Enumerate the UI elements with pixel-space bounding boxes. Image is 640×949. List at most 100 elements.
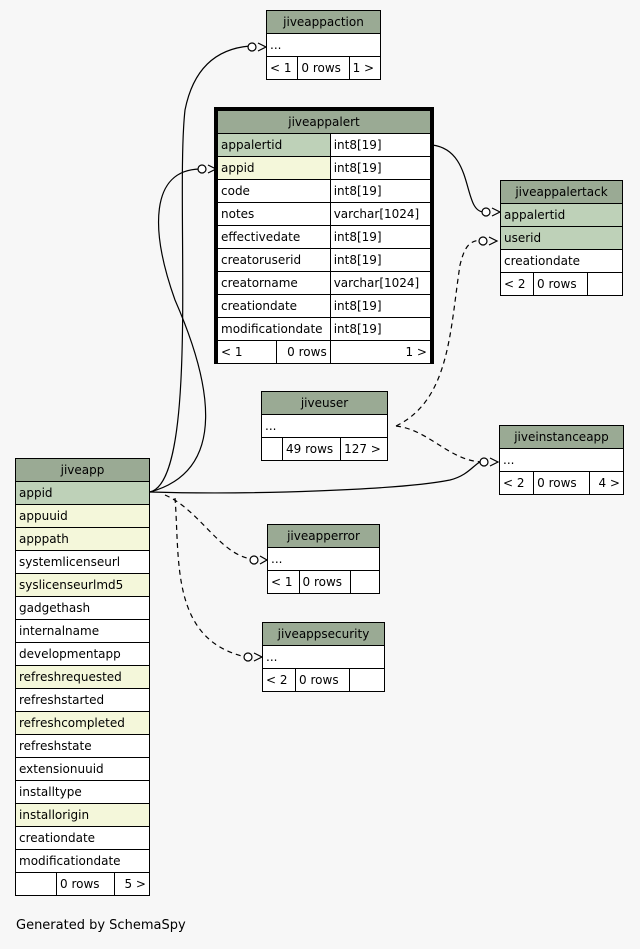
row-count: 0 rows bbox=[295, 668, 350, 692]
crowfoot-marker bbox=[489, 457, 500, 467]
table-jiveappaction[interactable]: jiveappaction ... < 1 0 rows 1 > bbox=[265, 10, 382, 80]
row-count: 49 rows bbox=[281, 437, 342, 461]
edge-jiveappalert-jiveappalertack bbox=[431, 144, 485, 213]
column-name: extensionuuid bbox=[15, 757, 150, 781]
column-name: internalname bbox=[15, 619, 150, 643]
column-type: int8[19] bbox=[329, 225, 432, 249]
footer-credit: Generated by SchemaSpy bbox=[16, 918, 186, 933]
column-name: appid bbox=[15, 481, 150, 505]
parents-link[interactable]: < 2 bbox=[499, 272, 535, 296]
column-type: int8[19] bbox=[329, 317, 432, 341]
column-name: installorigin bbox=[15, 803, 150, 827]
row-count: 0 rows bbox=[297, 56, 350, 80]
edge-end-circle bbox=[479, 457, 489, 467]
table-title[interactable]: jiveapperror bbox=[267, 524, 380, 548]
column-name: creatoruserid bbox=[217, 248, 331, 272]
crowfoot-marker bbox=[259, 555, 269, 565]
column-name: syslicenseurlmd5 bbox=[15, 573, 150, 597]
column-name: appalertid bbox=[500, 203, 623, 227]
column-name: installtype bbox=[15, 780, 150, 804]
children-link[interactable]: 4 > bbox=[588, 471, 625, 495]
crowfoot-marker bbox=[257, 42, 268, 52]
children-link[interactable] bbox=[350, 570, 380, 594]
parents-link[interactable]: < 1 bbox=[217, 340, 277, 364]
children-link[interactable] bbox=[587, 272, 623, 296]
parents-link[interactable]: < 1 bbox=[265, 56, 299, 80]
column-type: int8[19] bbox=[329, 294, 432, 318]
parents-link[interactable]: < 2 bbox=[261, 668, 297, 692]
column-type: int8[19] bbox=[329, 179, 432, 203]
table-jiveappsecurity[interactable]: jiveappsecurity ... < 2 0 rows bbox=[261, 622, 385, 692]
crowfoot-marker bbox=[491, 207, 502, 217]
table-jiveapp[interactable]: jiveapp appid appuuid apppath systemlice… bbox=[15, 458, 151, 896]
children-link[interactable]: 1 > bbox=[348, 56, 382, 80]
column-name: notes bbox=[217, 202, 331, 226]
table-title[interactable]: jiveapp bbox=[15, 458, 150, 482]
edge-end-circle bbox=[247, 42, 257, 52]
crowfoot-marker bbox=[253, 652, 264, 662]
column-name: systemlicenseurl bbox=[15, 550, 150, 574]
table-title[interactable]: jiveappalert bbox=[217, 110, 431, 134]
column-name: userid bbox=[500, 226, 623, 250]
edge-jiveapp-jiveappalert bbox=[149, 168, 207, 493]
children-link[interactable]: 1 > bbox=[329, 340, 432, 364]
columns-ellipsis: ... bbox=[499, 448, 624, 472]
column-name: modificationdate bbox=[15, 849, 150, 873]
edge-jiveapp-jiveappsecurity bbox=[174, 497, 247, 658]
column-name: creatorname bbox=[217, 271, 331, 295]
column-name: gadgethash bbox=[15, 596, 150, 620]
column-name: refreshrequested bbox=[15, 665, 150, 689]
edge-end-circle bbox=[249, 555, 259, 565]
table-title[interactable]: jiveuser bbox=[261, 391, 388, 415]
table-jiveuser[interactable]: jiveuser ... 49 rows 127 > bbox=[261, 391, 388, 461]
children-link[interactable]: 5 > bbox=[113, 872, 151, 896]
column-name: refreshcompleted bbox=[15, 711, 150, 735]
row-count: 0 rows bbox=[276, 340, 331, 364]
edge-jiveapp-jiveappaction bbox=[149, 45, 251, 493]
column-type: int8[19] bbox=[329, 156, 432, 180]
table-jiveinstanceapp[interactable]: jiveinstanceapp ... < 2 0 rows 4 > bbox=[498, 425, 625, 495]
columns-ellipsis: ... bbox=[266, 33, 381, 57]
edge-end-circle bbox=[243, 652, 253, 662]
column-type: varchar[1024] bbox=[329, 202, 432, 226]
column-type: int8[19] bbox=[329, 248, 432, 272]
edge-jiveapp-jiveapperror bbox=[164, 494, 253, 560]
column-name: developmentapp bbox=[15, 642, 150, 666]
row-count: 0 rows bbox=[533, 272, 588, 296]
table-title[interactable]: jiveappaction bbox=[266, 10, 381, 34]
column-name: appid bbox=[217, 156, 331, 180]
parents-link[interactable] bbox=[261, 437, 283, 461]
row-count: 0 rows bbox=[533, 471, 590, 495]
edge-jiveuser-jiveinstanceapp bbox=[395, 425, 485, 463]
crowfoot-marker bbox=[488, 236, 499, 246]
edge-end-circle bbox=[481, 207, 491, 217]
table-jiveapperror[interactable]: jiveapperror ... < 1 0 rows bbox=[267, 524, 380, 594]
column-name: refreshstarted bbox=[15, 688, 150, 712]
table-title[interactable]: jiveappsecurity bbox=[262, 622, 385, 646]
column-name: apppath bbox=[15, 527, 150, 551]
parents-link[interactable]: < 1 bbox=[267, 570, 300, 594]
table-title[interactable]: jiveinstanceapp bbox=[499, 425, 624, 449]
edge-jiveuser-jiveappalertack bbox=[395, 239, 485, 427]
columns-ellipsis: ... bbox=[267, 547, 380, 571]
columns-ellipsis: ... bbox=[262, 645, 385, 669]
columns-ellipsis: ... bbox=[261, 414, 388, 438]
children-link[interactable]: 127 > bbox=[340, 437, 388, 461]
column-type: int8[19] bbox=[329, 133, 432, 157]
edge-end-circle bbox=[478, 236, 488, 246]
column-name: appalertid bbox=[217, 133, 331, 157]
column-name: refreshstate bbox=[15, 734, 150, 758]
column-name: appuuid bbox=[15, 504, 150, 528]
children-link[interactable] bbox=[349, 668, 385, 692]
table-title[interactable]: jiveappalertack bbox=[500, 180, 623, 204]
parents-link[interactable]: < 2 bbox=[498, 471, 535, 495]
table-jiveappalertack[interactable]: jiveappalertack appalertid userid creati… bbox=[499, 180, 623, 296]
column-type: varchar[1024] bbox=[329, 271, 432, 295]
column-name: creationdate bbox=[15, 826, 150, 850]
parents-link[interactable] bbox=[15, 872, 57, 896]
edge-jiveapp-jiveinstanceapp bbox=[149, 460, 484, 494]
column-name: effectivedate bbox=[217, 225, 331, 249]
edge-end-circle bbox=[197, 164, 207, 174]
